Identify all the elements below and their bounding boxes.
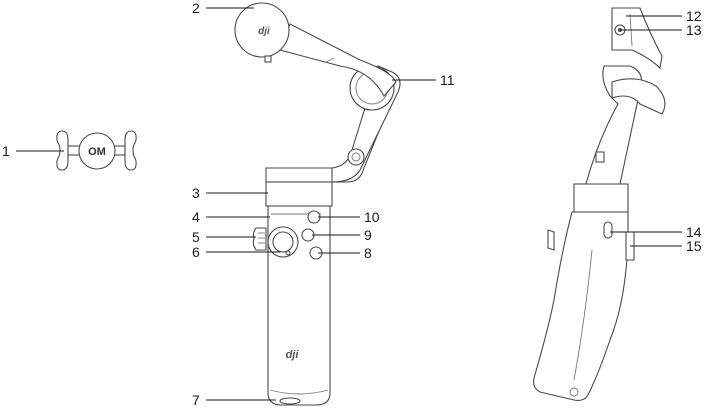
- callout-15: 15: [686, 238, 702, 254]
- callout-2: 2: [192, 0, 200, 16]
- callout-11: 11: [440, 72, 455, 88]
- callout-8: 8: [364, 245, 372, 261]
- callout-9: 9: [364, 227, 372, 243]
- zoom-slider[interactable]: [253, 228, 266, 250]
- callout-5: 5: [192, 229, 200, 245]
- tripod-mount-hole: [280, 398, 300, 404]
- om-logo-marking: OM: [88, 146, 106, 158]
- callout-13: 13: [686, 22, 702, 38]
- side-button-14[interactable]: [604, 222, 612, 238]
- dji-logo-top: dji: [258, 26, 270, 37]
- callout-1: 1: [2, 143, 10, 159]
- status-led: [286, 251, 290, 255]
- callout-6: 6: [192, 244, 200, 260]
- callout-10: 10: [364, 209, 380, 225]
- magnetic-phone-clamp: OM: [57, 131, 136, 170]
- gimbal-front-view: dji dji: [235, 3, 400, 405]
- dji-logo-handle: dji: [286, 349, 300, 361]
- callout-3: 3: [192, 185, 200, 201]
- callout-7: 7: [192, 392, 200, 408]
- gimbal-side-view: [534, 8, 665, 400]
- callout-4: 4: [192, 209, 200, 225]
